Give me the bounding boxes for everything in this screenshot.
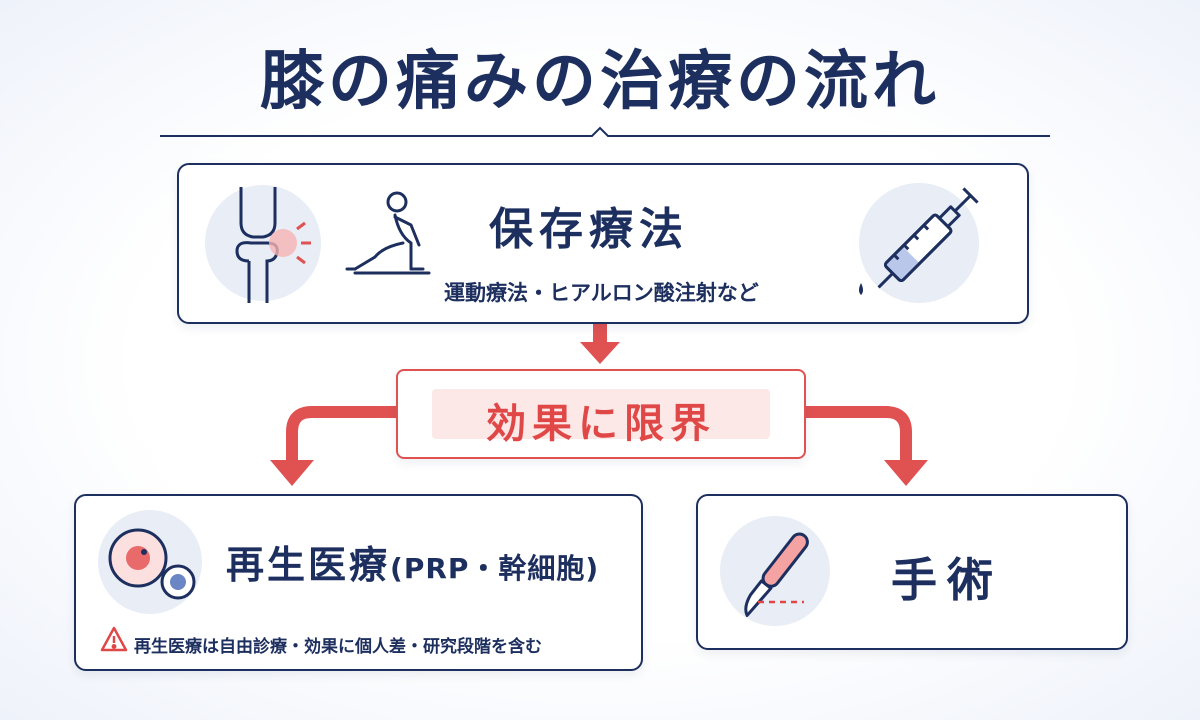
surgery-icons (744, 532, 809, 617)
knee-joint-icon (235, 187, 311, 303)
effect-limit-highlight (432, 389, 770, 439)
warning-icon (100, 626, 128, 652)
effect-limit-label: 効果に限界 (486, 401, 716, 447)
exercise-lunge-icon (345, 191, 431, 275)
title-divider (160, 126, 1050, 137)
arrow-head-left (270, 460, 314, 486)
page-title: 膝の痛みの治療の流れ (260, 45, 940, 119)
surgery-box: 手術 (696, 494, 1128, 650)
regenerative-medicine-title-paren: (PRP・幹細胞) (390, 552, 600, 585)
conservative-therapy-subtitle: 運動療法・ヒアルロン酸注射など (444, 281, 759, 305)
effect-limit-box: 効果に限界 (396, 369, 806, 459)
regenerative-medicine-title: 再生医療(PRP・幹細胞) (226, 534, 599, 589)
regenerative-medicine-title-main: 再生医療 (226, 543, 391, 587)
conservative-therapy-title: 保存療法 (489, 204, 689, 255)
cells-icon (108, 528, 196, 600)
scalpel-icon (744, 532, 809, 617)
arrow-to-regenerative (286, 406, 396, 462)
syringe-svg (859, 187, 979, 295)
regenerative-medicine-caution: 再生医療は自由診療・効果に個人差・研究段階を含む (134, 637, 542, 657)
regenerative-medicine-box: 再生医療(PRP・幹細胞) 再生医療は自由診療・効果に個人差・研究段階を含む (74, 494, 643, 671)
conservative-icons (235, 187, 431, 303)
arrow-head-right (884, 460, 928, 486)
arrow-to-surgery (802, 406, 912, 462)
arrow-down-to-limit (580, 322, 620, 364)
surgery-title: 手術 (891, 553, 1003, 607)
syringe-icon (859, 187, 979, 295)
regen-icons (100, 528, 196, 652)
conservative-therapy-box: 保存療法 運動療法・ヒアルロン酸注射など (177, 163, 1029, 324)
